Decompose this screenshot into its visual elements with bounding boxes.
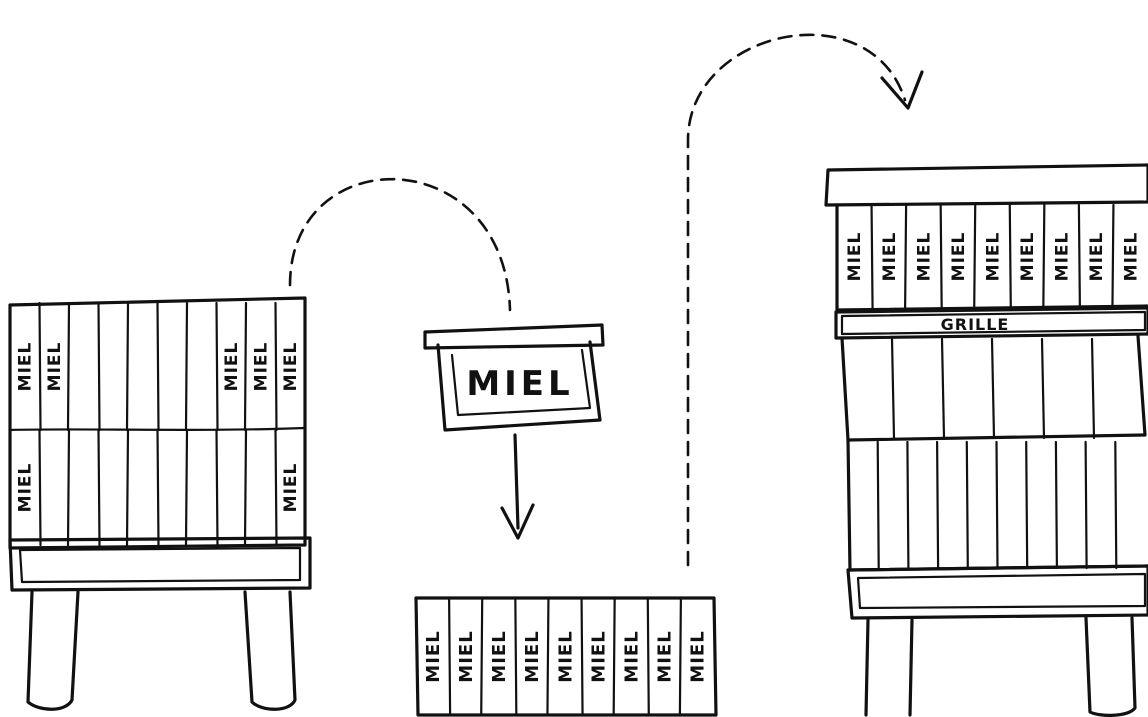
- frame-miel-label: MIEL: [1122, 232, 1142, 282]
- frame-miel-label: MIEL: [16, 342, 36, 392]
- frame-miel-label: MIEL: [281, 463, 301, 513]
- frame-divider: [125, 428, 130, 547]
- frame-miel-label: MIEL: [522, 630, 543, 682]
- right-hive-super-row: MIEL MIEL MIEL MIEL MIEL MIEL MIEL MIEL MIEL: [845, 203, 1142, 310]
- frame-divider: [38, 428, 42, 547]
- frame-miel-label: MIEL: [1087, 232, 1107, 282]
- frame-divider: [1084, 440, 1088, 570]
- frame-divider: [274, 428, 278, 547]
- frame-miel-label: MIEL: [845, 232, 865, 282]
- arc-arrowhead: [880, 70, 924, 110]
- frame-divider: [939, 203, 943, 310]
- frame-miel-label: MIEL: [45, 342, 65, 392]
- frame-miel-label: MIEL: [688, 630, 709, 682]
- frame-divider: [904, 203, 908, 310]
- left-hive-bottom-row: MIEL MIEL: [16, 428, 301, 547]
- frame-divider: [215, 301, 219, 432]
- left-hive-top-row: MIEL MIEL MIEL MIEL MIEL: [16, 301, 301, 432]
- grille-label: GRILLE: [941, 315, 1010, 334]
- right-hive: MIEL MIEL MIEL MIEL MIEL MIEL MIEL MIEL MIEL GRI…: [824, 163, 1148, 717]
- frame-divider: [973, 203, 977, 310]
- frame-miel-label: MIEL: [222, 342, 242, 392]
- frame-divider: [1077, 203, 1081, 310]
- transfer-arc-2: [686, 33, 907, 567]
- transfer-arc-1: [288, 178, 512, 312]
- frame-divider: [1040, 337, 1046, 440]
- frame-miel-label: MIEL: [423, 630, 444, 682]
- frame-divider: [965, 440, 969, 570]
- frame-divider: [66, 301, 71, 432]
- frame-miel-label: MIEL: [252, 342, 272, 392]
- down-arrow: [500, 433, 535, 540]
- frame-divider: [184, 301, 189, 432]
- frame-miel-label: MIEL: [281, 342, 301, 392]
- frame-divider: [1111, 203, 1115, 310]
- frames-row: MIEL MIEL MIEL MIEL MIEL MIEL MIEL MIEL MIEL: [414, 596, 718, 717]
- frame-miel-label: MIEL: [880, 232, 900, 282]
- frame-miel-label: MIEL: [588, 630, 609, 682]
- frame-divider: [243, 428, 248, 547]
- frame-divider: [97, 428, 101, 547]
- frame-divider: [66, 428, 71, 547]
- frame-miel-label: MIEL: [1053, 232, 1073, 282]
- frame-divider: [184, 428, 189, 547]
- single-frame: MIEL: [423, 323, 605, 432]
- frame-divider: [995, 440, 999, 570]
- frame-divider: [906, 440, 910, 570]
- frame-divider: [38, 301, 42, 432]
- frame-divider: [514, 596, 518, 717]
- frame-divider: [940, 337, 946, 440]
- frame-divider: [1114, 440, 1118, 570]
- frame-divider: [274, 301, 278, 432]
- frame-divider: [243, 301, 248, 432]
- frame-divider: [1054, 440, 1059, 570]
- frame-divider: [125, 301, 130, 432]
- frame-miel-label: MIEL: [983, 232, 1003, 282]
- frame-divider: [990, 337, 996, 440]
- frame-divider: [1042, 203, 1046, 310]
- frame-divider: [546, 596, 550, 717]
- frame-miel-label: MIEL: [655, 630, 676, 682]
- frame-divider: [1090, 337, 1096, 440]
- frame-miel-label: MIEL: [456, 630, 477, 682]
- frame-divider: [580, 596, 584, 717]
- frame-divider: [612, 596, 616, 717]
- frame-miel-label: MIEL: [622, 630, 643, 682]
- frame-divider: [448, 596, 452, 717]
- frame-divider: [678, 596, 682, 717]
- frame-miel-label: MIEL: [914, 232, 934, 282]
- frame-divider: [215, 428, 219, 547]
- frame-miel-label: MIEL: [949, 232, 969, 282]
- frame-divider: [646, 596, 650, 717]
- frame-divider: [97, 301, 101, 432]
- frame-divider: [1025, 440, 1029, 570]
- frame-divider: [1008, 203, 1012, 310]
- frame-miel-label: MIEL: [16, 463, 36, 513]
- frame-divider: [156, 428, 160, 547]
- frame-divider: [156, 301, 160, 432]
- frame-miel-label: MIEL: [1018, 232, 1038, 282]
- frame-divider: [935, 440, 940, 570]
- frame-divider: [890, 337, 896, 440]
- frame-divider: [876, 440, 880, 570]
- frame-miel-label: MIEL: [489, 630, 510, 682]
- frame-miel-label: MIEL: [555, 630, 576, 682]
- frame-label: MIEL: [466, 364, 573, 404]
- frame-divider: [870, 203, 874, 310]
- frame-divider: [480, 596, 484, 717]
